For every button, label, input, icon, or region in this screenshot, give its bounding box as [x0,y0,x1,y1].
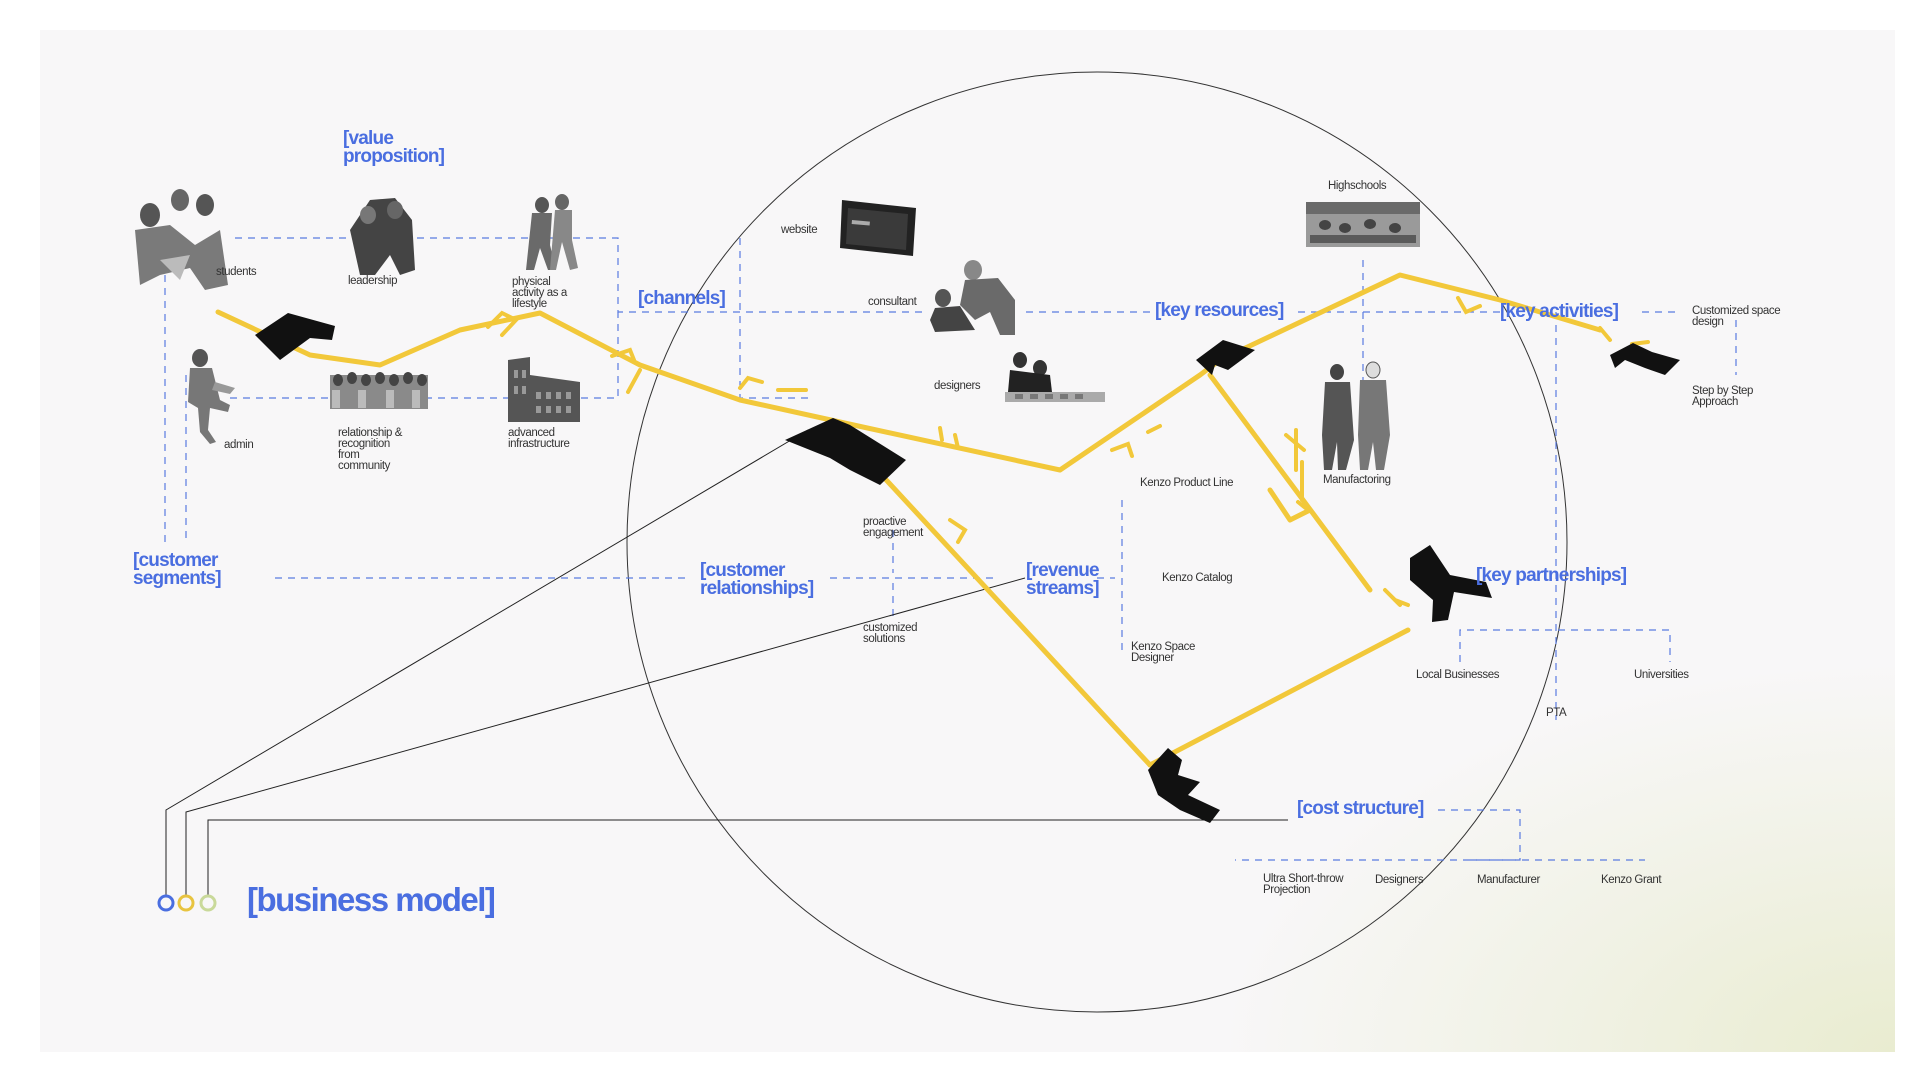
label-kenzo-product-line: Kenzo Product Line [1140,477,1234,489]
admin-photo [188,349,235,444]
label-admin: admin [224,439,254,451]
label-leadership: leadership [348,275,398,287]
manufactoring-photo [1322,361,1390,470]
label-proactive-engagement: proactive engagement [863,516,923,539]
header-key-partnerships: [key partnerships] [1476,565,1627,586]
header-channels: [channels] [638,288,726,309]
label-designers: designers [934,380,981,392]
label-kenzo-catalog: Kenzo Catalog [1162,572,1233,584]
label-highschools: Highschools [1328,180,1387,192]
header-cost-structure: [cost structure] [1297,798,1424,819]
diagram-lines [135,71,1737,1013]
building-footprints [255,313,1680,823]
outline-circle [626,71,1568,1013]
label-advanced-infrastructure: advanced infrastructure [508,427,570,450]
consultant-photo [930,260,1015,335]
designers-photo [1005,352,1105,402]
legend-circle-green [199,894,217,912]
label-students: students [216,266,257,278]
label-customized-solutions: customized solutions [863,622,918,645]
website-screen-photo [840,200,916,256]
header-business-model: [business model] [247,881,496,918]
label-cost-designers: Designers [1375,874,1424,886]
community-photo [330,372,428,409]
header-revenue-streams: [revenue streams] [1026,560,1100,599]
label-manufactoring: Manufactoring [1323,474,1391,486]
header-customer-segments: [customer segments] [133,550,222,589]
label-step-by-step: Step by Step Approach [1692,385,1754,408]
legend-circles [157,894,217,912]
students-photo [135,189,228,290]
header-customer-relationships: [customer relationships] [700,560,814,599]
business-model-lines [165,429,1288,897]
label-physical-activity: physical activity as a lifestyle [512,276,567,310]
legend-circle-blue [157,894,175,912]
yellow-path [215,272,1603,768]
label-universities: Universities [1634,669,1689,681]
legend-circle-yellow [177,894,195,912]
label-relationship: relationship & recognition from communit… [338,427,403,472]
label-pta: PTA [1546,707,1567,719]
header-key-resources: [key resources] [1155,300,1284,321]
infrastructure-photo [508,357,580,422]
header-value-proposition: [value proposition] [343,128,445,167]
label-local-businesses: Local Businesses [1416,669,1500,681]
label-kenzo-space-designer: Kenzo Space Designer [1131,641,1196,664]
label-ultra-short-throw: Ultra Short-throw Projection [1263,873,1344,896]
label-kenzo-grant: Kenzo Grant [1601,874,1662,886]
highschools-photo [1306,202,1420,247]
header-key-activities: [key activities] [1500,301,1619,322]
leadership-photo [350,198,415,275]
physical-activity-photo [526,194,578,270]
label-website: website [781,224,818,236]
label-customized-space-design: Customized space design [1692,305,1781,328]
label-manufacturer: Manufacturer [1477,874,1540,886]
diagram-canvas: [value proposition] [channels] [key reso… [40,30,1895,1052]
label-consultant: consultant [868,296,917,308]
